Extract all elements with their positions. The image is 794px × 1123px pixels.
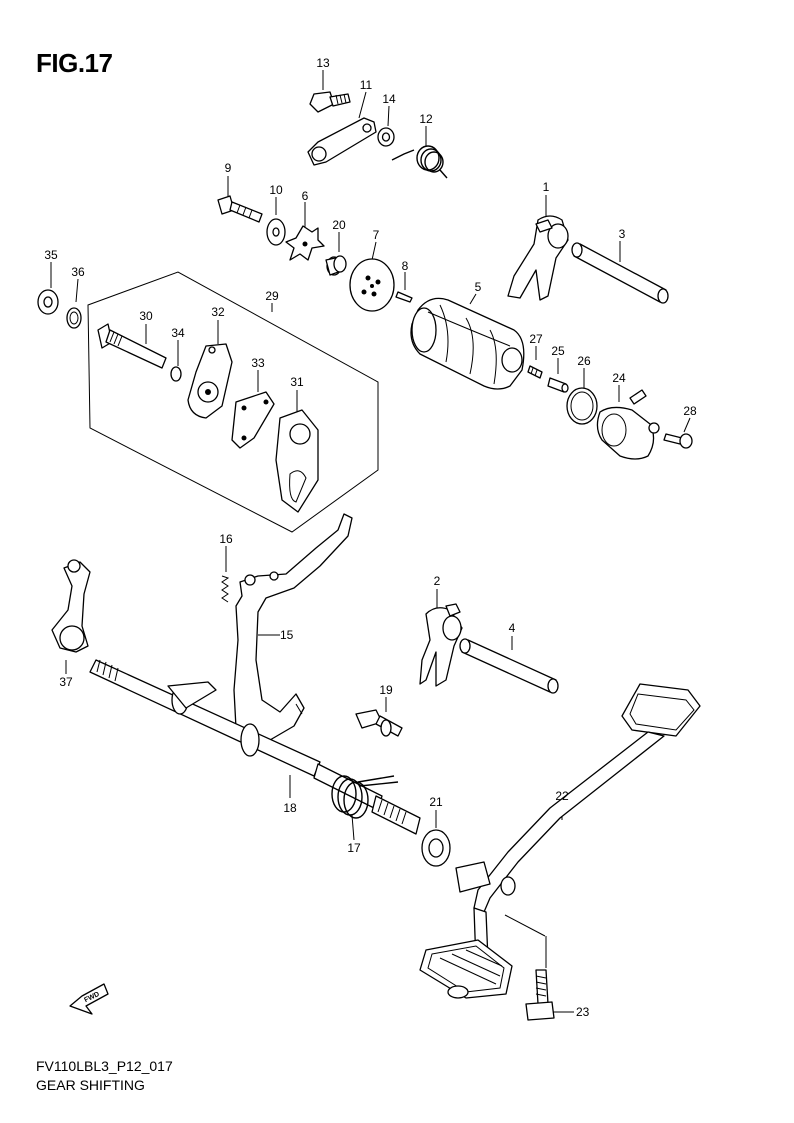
- part-25-pin: [547, 377, 569, 393]
- part-24-sensor: [596, 389, 660, 460]
- part-label-2: 2: [434, 574, 441, 588]
- part-15-shift-arm: [233, 513, 353, 745]
- part-label-9: 9: [225, 161, 232, 175]
- figure-title: FIG.17: [36, 48, 113, 78]
- part-label-14: 14: [382, 92, 396, 106]
- part-label-8: 8: [402, 259, 409, 273]
- part-label-25: 25: [551, 344, 565, 358]
- part-label-30: 30: [139, 309, 153, 323]
- part-label-34: 34: [171, 326, 185, 340]
- part-label-24: 24: [612, 371, 626, 385]
- part-28-screw: [663, 433, 693, 449]
- part-20-collar: [325, 255, 347, 276]
- part-label-22: 22: [555, 789, 569, 803]
- part-labels: 1 2 3 4 5 6 7 8 9 10 11 12 13 14 15 16 1…: [44, 56, 697, 1019]
- part-label-12: 12: [419, 112, 433, 126]
- part-label-33: 33: [251, 356, 265, 370]
- part-label-35: 35: [44, 248, 58, 262]
- part-9-bolt: [217, 195, 263, 223]
- part-16-spring: [221, 575, 230, 603]
- part-label-5: 5: [475, 280, 482, 294]
- part-27-spring: [527, 365, 543, 379]
- part-8-pin: [395, 291, 413, 303]
- part-label-13: 13: [316, 56, 330, 70]
- part-17-spring: [331, 775, 399, 819]
- part-label-7: 7: [373, 228, 380, 242]
- part-label-32: 32: [211, 305, 225, 319]
- part-label-15: 15: [280, 628, 294, 642]
- assembly-29-box: [87, 271, 379, 533]
- part-23-bolt: [525, 969, 555, 1021]
- part-label-21: 21: [429, 795, 443, 809]
- part-30-bolt: [97, 323, 167, 369]
- part-label-17: 17: [347, 841, 361, 855]
- part-21-seal: [421, 829, 451, 867]
- part-label-19: 19: [379, 683, 393, 697]
- part-label-31: 31: [290, 375, 304, 389]
- part-label-37: 37: [59, 675, 73, 689]
- part-label-28: 28: [683, 404, 697, 418]
- part-4-shaft: [459, 638, 559, 694]
- part-34-ring: [170, 366, 182, 382]
- part-label-11: 11: [360, 78, 373, 92]
- part-11-arm: [307, 117, 377, 166]
- part-13-bolt: [309, 91, 351, 113]
- part-26-o-ring: [566, 387, 598, 425]
- part-label-16: 16: [219, 532, 233, 546]
- part-18-shift-shaft: [89, 659, 421, 835]
- part-label-10: 10: [269, 183, 283, 197]
- part-37-arm: [51, 559, 91, 653]
- part-19-bolt: [355, 709, 403, 737]
- section-name: GEAR SHIFTING: [36, 1077, 145, 1093]
- fwd-arrow-icon: FWD: [69, 983, 109, 1015]
- part-36-washer: [66, 307, 82, 329]
- part-1-fork: [507, 215, 569, 301]
- leader-lines: [50, 70, 691, 1013]
- part-5-shift-cam: [410, 297, 525, 390]
- part-22-brake-pedal: [419, 683, 701, 999]
- part-6-star-cam: [285, 225, 325, 261]
- part-33-plate: [231, 391, 275, 449]
- part-label-26: 26: [577, 354, 591, 368]
- part-31-plate: [275, 409, 319, 513]
- part-label-18: 18: [283, 801, 297, 815]
- part-label-36: 36: [71, 265, 85, 279]
- part-label-1: 1: [543, 180, 550, 194]
- part-35-nut: [37, 289, 59, 315]
- part-3-shaft: [571, 242, 669, 304]
- part-14-washer: [377, 127, 395, 147]
- part-label-27: 27: [529, 332, 543, 346]
- part-7-pin-plate: [349, 258, 395, 312]
- part-label-3: 3: [619, 227, 626, 241]
- part-label-4: 4: [509, 621, 516, 635]
- part-2-fork: [419, 603, 463, 687]
- part-12-spring: [391, 145, 448, 179]
- part-label-23: 23: [576, 1005, 590, 1019]
- drawing-code: FV110LBL3_P12_017: [36, 1058, 173, 1074]
- part-label-6: 6: [302, 189, 309, 203]
- part-32-stopper: [187, 343, 233, 419]
- part-label-20: 20: [332, 218, 346, 232]
- part-10-washer: [266, 218, 286, 246]
- part-label-29: 29: [265, 289, 279, 303]
